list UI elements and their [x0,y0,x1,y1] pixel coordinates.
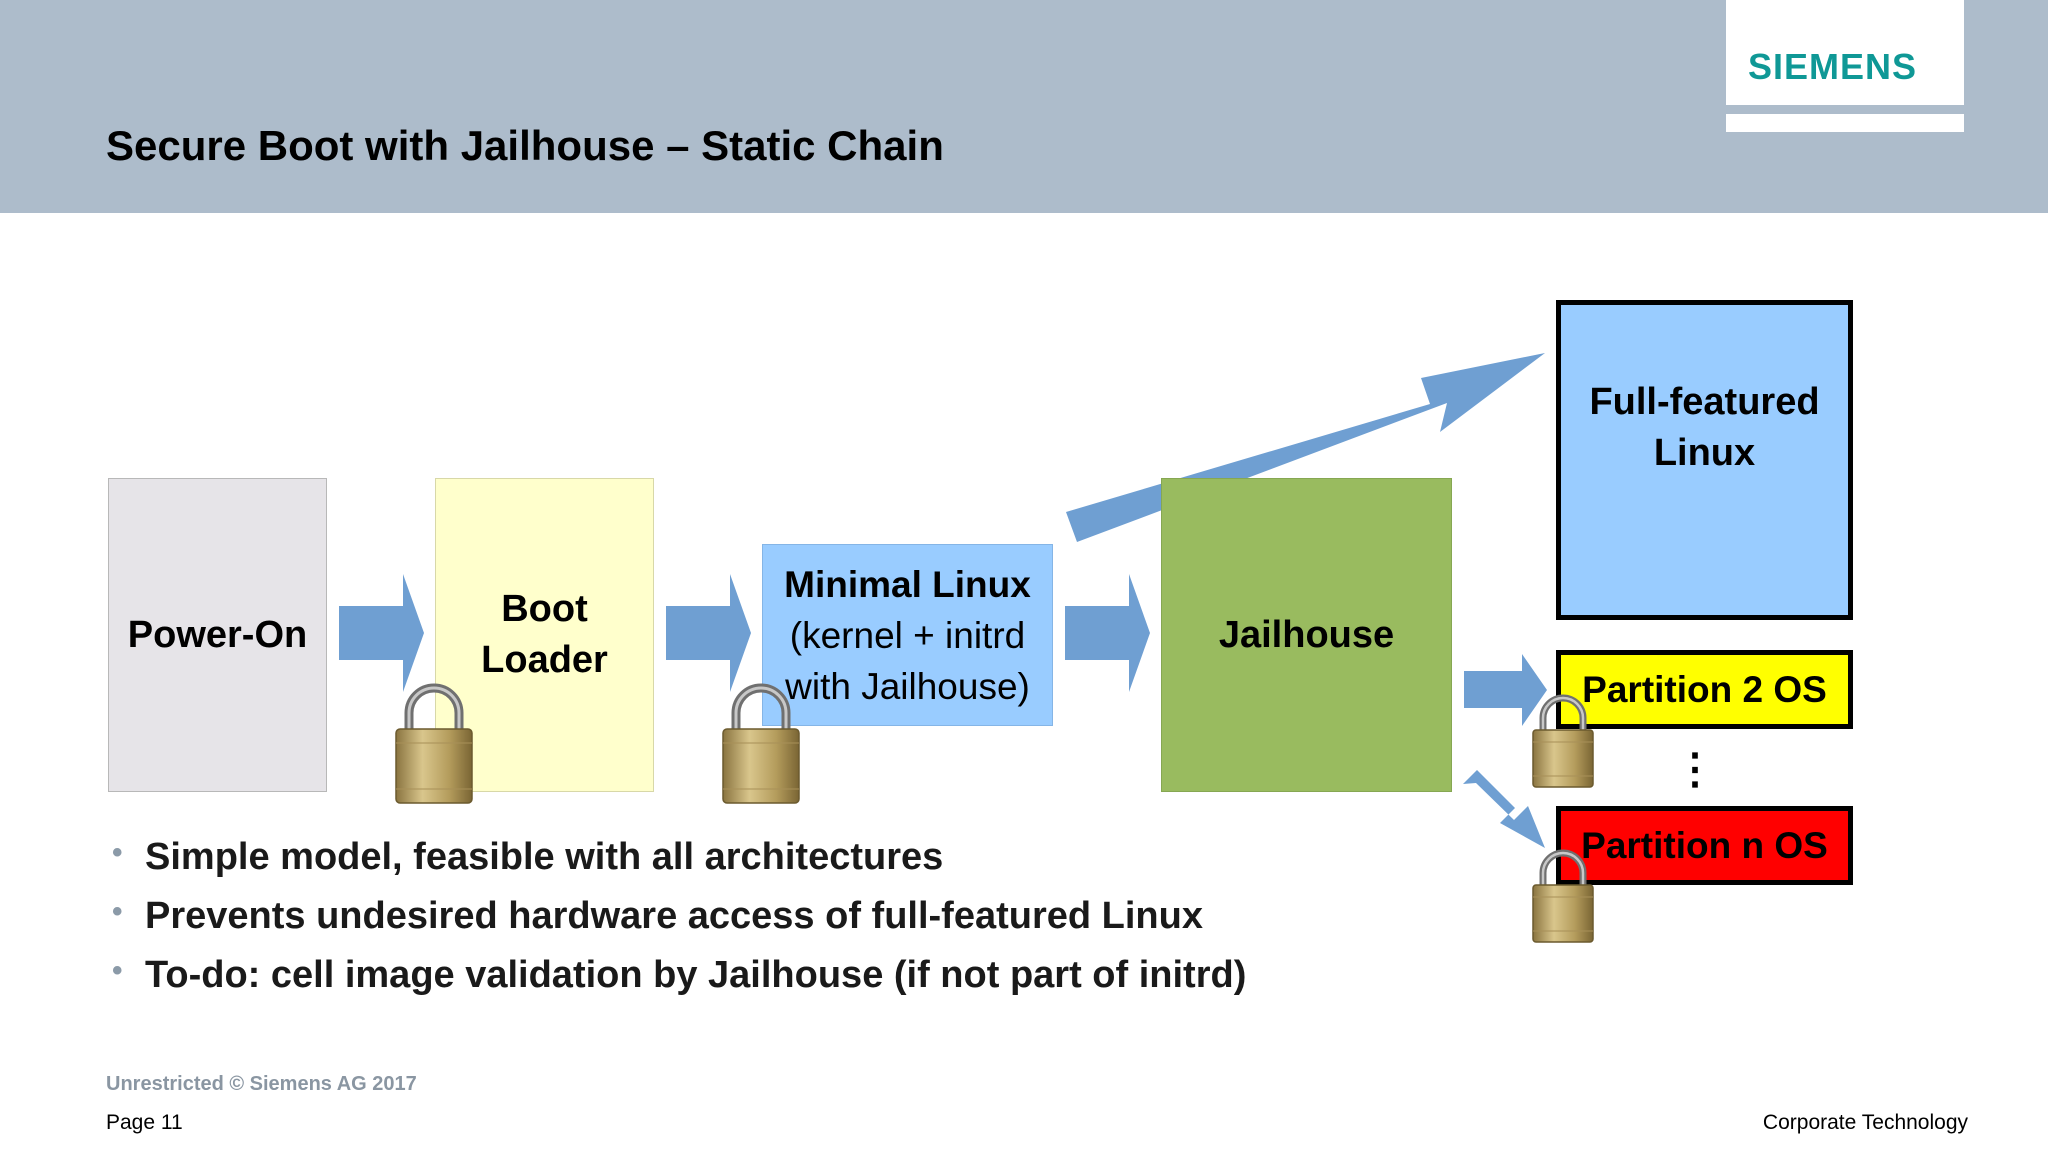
siemens-logo: SIEMENS [1748,46,1918,87]
bullet-text: Simple model, feasible with all architec… [145,836,944,878]
partition-2-box: Partition 2 OS [1556,650,1853,729]
footer-classification: Unrestricted © Siemens AG 2017 [106,1073,417,1095]
partition-n-label: Partition n OS [1581,824,1828,866]
jailhouse-box: Jailhouse [1161,478,1452,792]
full-linux-line1: Full-featured [1589,380,1820,423]
vertical-ellipsis: ⋮ [1670,738,1720,798]
bullet-dot-icon: • [112,836,123,869]
bullet-text: To-do: cell image validation by Jailhous… [145,954,1247,996]
boot-loader-label-line2: Loader [481,639,608,681]
bullet-item: • Prevents undesired hardware access of … [112,895,1246,954]
padlock-icon [396,688,472,803]
arrow-icon [1463,770,1545,848]
padlock-icon [1533,698,1593,787]
footer-page-number: Page 11 [106,1111,183,1134]
minimal-linux-box: Minimal Linux (kernel + initrd with Jail… [762,544,1053,726]
arrow-icon [339,574,424,692]
partition-2-label: Partition 2 OS [1582,668,1827,710]
jailhouse-label: Jailhouse [1218,613,1395,656]
partition-n-box: Partition n OS [1556,806,1853,885]
full-linux-line2: Linux [1653,431,1756,474]
bullet-dot-icon: • [112,895,123,928]
ellipsis-glyph: ⋮ [1674,744,1716,792]
header-bar [0,0,2048,213]
arrow-icon [1065,574,1150,692]
minimal-linux-line3: with Jailhouse) [785,665,1030,707]
boot-loader-label-line1: Boot [501,588,588,630]
bullet-list: • Simple model, feasible with all archit… [112,836,1246,1013]
logo-panel [1726,0,1964,105]
full-linux-box: Full-featured Linux [1556,300,1853,620]
bullet-item: • To-do: cell image validation by Jailho… [112,954,1246,1013]
minimal-linux-title: Minimal Linux [784,563,1031,605]
arrow-icon [666,574,751,692]
bullet-text: Prevents undesired hardware access of fu… [145,895,1203,937]
logo-strip [1726,114,1964,132]
power-on-label: Power-On [127,613,308,656]
power-on-box: Power-On [108,478,327,792]
minimal-linux-line2: (kernel + initrd [789,614,1026,656]
bullet-item: • Simple model, feasible with all archit… [112,836,1246,895]
arrow-icon [1464,654,1547,726]
bullet-dot-icon: • [112,954,123,987]
footer-department: Corporate Technology [1762,1111,1968,1134]
slide-title: Secure Boot with Jailhouse – Static Chai… [106,122,944,169]
padlock-icon [1533,853,1593,942]
padlock-icon [723,688,799,803]
